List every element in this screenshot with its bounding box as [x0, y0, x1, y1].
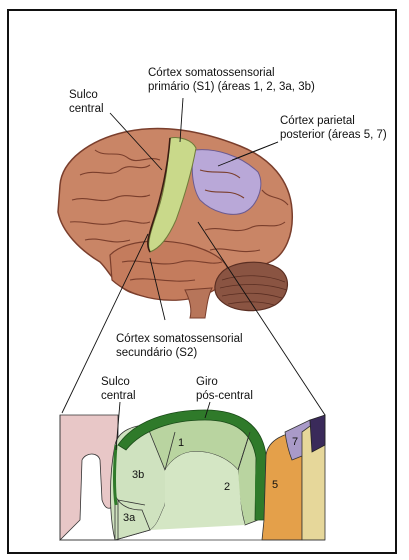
- left-block: [60, 415, 118, 540]
- label-line: central: [69, 102, 104, 116]
- label-line: Sulco: [101, 375, 136, 389]
- area-label-7: 7: [292, 435, 298, 449]
- label-line: Córtex parietal: [280, 114, 387, 128]
- label-s1: Córtex somatossensorial primário (S1) (á…: [148, 66, 315, 94]
- label-line: pós-central: [196, 389, 253, 403]
- label-line: secundário (S2): [116, 346, 243, 360]
- label-sulco-central-bottom: Sulco central: [101, 375, 136, 403]
- label-giro-pos-central: Giro pós-central: [196, 375, 253, 403]
- brainstem: [185, 288, 212, 318]
- brain-illustration: [58, 128, 292, 318]
- label-line: posterior (áreas 5, 7): [280, 128, 387, 142]
- area-label-3b: 3b: [132, 468, 144, 482]
- area-label-3a: 3a: [123, 511, 135, 525]
- area-label-1: 1: [178, 436, 184, 450]
- label-line: Giro: [196, 375, 253, 389]
- label-sulco-central-top: Sulco central: [69, 88, 104, 116]
- label-line: Córtex somatossensorial: [148, 66, 315, 80]
- area-label-5: 5: [272, 478, 278, 492]
- label-posterior-parietal: Córtex parietal posterior (áreas 5, 7): [280, 114, 387, 142]
- label-line: Sulco: [69, 88, 104, 102]
- area-label-2: 2: [224, 480, 230, 494]
- label-line: primário (S1) (áreas 1, 2, 3a, 3b): [148, 80, 315, 94]
- label-line: Córtex somatossensorial: [116, 332, 243, 346]
- label-line: central: [101, 389, 136, 403]
- central-sulcus-fissure: [115, 445, 117, 505]
- cortex-cross-section: [60, 410, 325, 540]
- label-s2: Córtex somatossensorial secundário (S2): [116, 332, 243, 360]
